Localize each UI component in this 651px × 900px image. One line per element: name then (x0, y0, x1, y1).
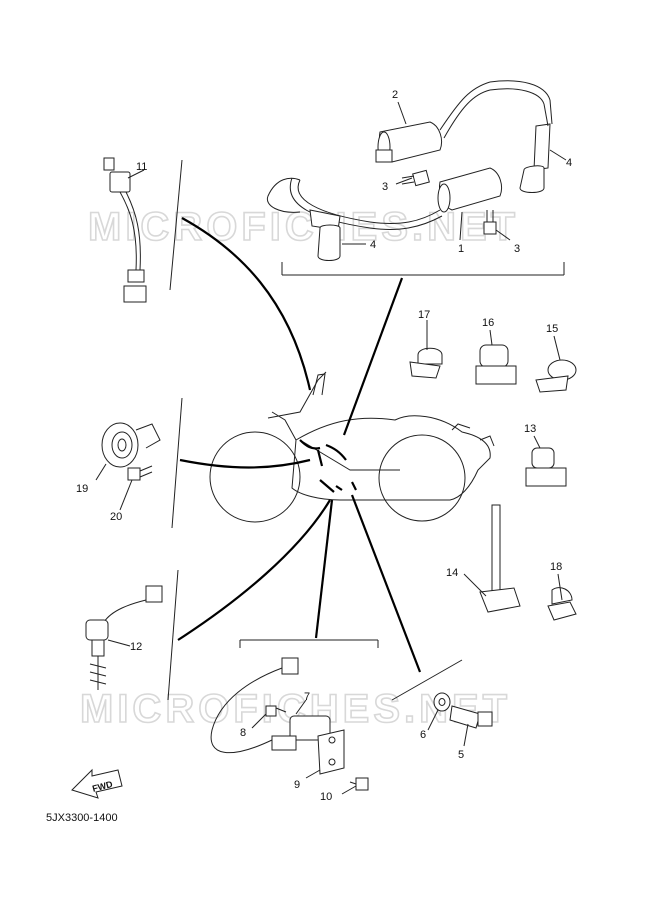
ignition-coil-upper (375, 80, 551, 163)
callout-15: 15 (546, 323, 558, 335)
ignition-coil-lower (266, 167, 503, 230)
bolt-8 (265, 705, 287, 717)
bike-wiring (299, 439, 357, 493)
bolt-10 (349, 777, 369, 791)
callout-19: 19 (76, 483, 88, 495)
callout-11: 11 (136, 161, 147, 173)
spark-plug-cap-left (309, 209, 341, 261)
bolt-3-upper (401, 169, 430, 187)
callout-9b: 9 (294, 779, 300, 791)
bolt-3-lower (483, 210, 497, 235)
callout-4-left: 4 (370, 239, 376, 251)
callout-7: 7 (304, 691, 310, 703)
callout-leaders (95, 101, 567, 795)
callout-18: 18 (550, 561, 562, 573)
group-brackets (167, 159, 565, 701)
callout-2: 2 (392, 89, 398, 101)
callout-17: 17 (418, 309, 430, 321)
callout-13: 13 (524, 423, 536, 435)
solenoid-7 (210, 657, 331, 754)
callout-10b: 10 (320, 791, 332, 803)
switch-12 (85, 585, 163, 690)
spark-plug-cap-right (519, 99, 553, 193)
callout-6: 6 (420, 729, 426, 741)
bracket-9 (317, 729, 345, 775)
horn-19 (101, 422, 161, 468)
callout-1: 1 (458, 243, 464, 255)
clamp-16 (475, 344, 517, 385)
leader-lines (177, 217, 422, 673)
sensor-switch-11 (103, 157, 147, 303)
callout-3-upper: 3 (382, 181, 388, 193)
clamp-15 (535, 359, 577, 393)
callout-3-lower: 3 (514, 243, 520, 255)
callout-12: 12 (130, 641, 142, 653)
clip-18 (547, 587, 577, 621)
clamp-17 (409, 347, 443, 379)
cable-tie-14 (479, 504, 521, 613)
clamp-13 (525, 447, 567, 487)
callout-4-right: 4 (566, 157, 572, 169)
watermark-top: MICROFICHES.NET (88, 205, 519, 249)
diagram-code: 5JX3300-1400 (46, 812, 118, 824)
sensor-5 (449, 705, 493, 729)
fwd-arrow-icon: FWD (71, 768, 123, 799)
callout-14: 14 (446, 567, 458, 579)
callout-5: 5 (458, 749, 464, 761)
callout-8: 8 (240, 727, 246, 739)
callout-20: 20 (110, 511, 122, 523)
motorcycle-outline (209, 371, 495, 523)
bolt-20 (127, 465, 153, 481)
callout-16: 16 (482, 317, 494, 329)
gasket-6 (433, 692, 451, 712)
